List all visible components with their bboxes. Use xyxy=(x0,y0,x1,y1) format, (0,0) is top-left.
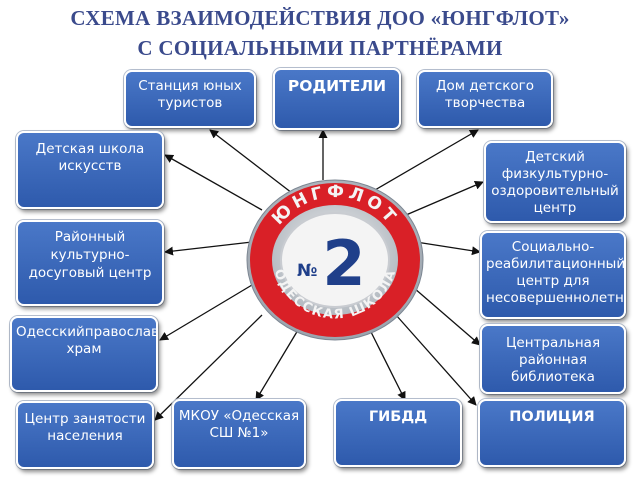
partner-mkou-odessa-school-1: МКОУ «Одесская СШ №1» xyxy=(172,399,306,469)
arrow-to-house xyxy=(374,129,479,191)
partner-children-art-school: Детская школа искусств xyxy=(16,131,164,209)
emblem-number: 2 xyxy=(322,227,365,300)
partner-house-children-creativity: Дом детского творчества xyxy=(417,70,553,128)
emblem-number-sign: № xyxy=(297,261,317,281)
arrow-to-culture-center xyxy=(164,241,253,256)
partner-social-rehab-center: Социально-реабилитационный центр для нес… xyxy=(480,231,626,319)
partner-odessa-orthodox-church: Одесскийправославный храм xyxy=(10,316,158,392)
partner-central-district-library: Центральная районная библиотека xyxy=(480,324,626,394)
diagram-title-line2: С СОЦИАЛЬНЫМИ ПАРТНЁРАМИ xyxy=(137,36,503,60)
partner-parents: РОДИТЕЛИ xyxy=(273,68,401,130)
arrow-to-art-school xyxy=(164,154,263,211)
partner-station-young-tourists: Станция юных туристов xyxy=(124,70,256,128)
arrow-to-station xyxy=(209,129,293,194)
lifebuoy-ring xyxy=(250,183,420,337)
arrow-to-rehab-center xyxy=(415,241,481,256)
diagram-title-line1: СХЕМА ВЗАИМОДЕЙСТВИЯ ДОО «ЮНГФЛОТ» xyxy=(70,6,570,30)
partner-employment-center: Центр занятости населения xyxy=(16,401,154,469)
partner-gibdd: ГИБДД xyxy=(334,399,462,467)
arrow-to-church xyxy=(159,284,253,341)
arrow-to-sport-center xyxy=(405,181,484,216)
partner-police: ПОЛИЦИЯ xyxy=(478,399,626,467)
partner-sport-health-center: Детский физкультурно-оздоровительный цен… xyxy=(484,141,626,223)
arrow-to-police xyxy=(395,314,477,406)
partner-district-culture-center: Районный культурно-досуговый центр xyxy=(16,220,164,306)
arrow-to-mkou xyxy=(255,329,299,401)
arrow-to-library xyxy=(413,287,481,346)
arrow-to-gibdd xyxy=(369,329,406,401)
yungflot-emblem: ЮНГФЛОТ ОДЕССКАЯ ШКОЛА № 2 xyxy=(246,179,424,341)
